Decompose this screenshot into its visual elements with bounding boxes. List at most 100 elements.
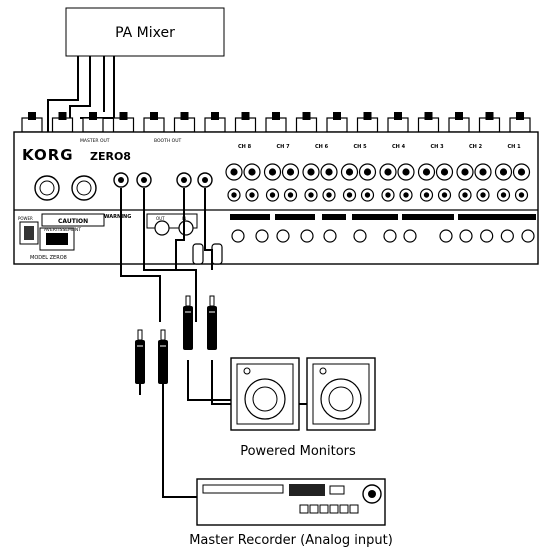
rca-jack (302, 163, 320, 181)
rca-jack (283, 188, 298, 202)
input-section: EXT 2 (230, 214, 270, 243)
channel-label: CH 8 (238, 144, 252, 150)
rca-jack (437, 188, 452, 202)
audio-plug (158, 329, 168, 384)
top-knob (82, 112, 104, 133)
rca-jack (342, 188, 357, 202)
recorder-button (299, 504, 309, 514)
top-knob (21, 112, 43, 133)
top-knob (387, 112, 409, 133)
channel-label: CH 6 (315, 144, 329, 150)
channel-label: CH 7 (277, 144, 291, 150)
recorder-cables (120, 188, 200, 498)
input-section-label: GUITAR (326, 215, 343, 221)
powered-monitor-right (306, 357, 376, 431)
input-section-label: MIC 2 (369, 215, 382, 221)
rca-jack (397, 163, 415, 181)
top-knob (417, 112, 440, 133)
master-out-jack-r (113, 172, 129, 188)
recorder-button (349, 504, 359, 514)
master-out-label: MASTER OUT (80, 138, 110, 144)
audio-plug (207, 295, 217, 350)
warning-text: WARNING (104, 214, 131, 220)
rca-jack (225, 163, 243, 181)
rca-jack (476, 188, 490, 202)
channel-label: CH 4 (392, 144, 406, 150)
booth-out-label: BOOTH OUT (154, 138, 181, 144)
rca-jack (322, 188, 336, 202)
pa-mixer: PA Mixer (65, 7, 225, 57)
top-knob (112, 112, 135, 133)
pa-mixer-label: PA Mixer (115, 25, 175, 41)
powered-monitors-label: Powered Monitors (240, 444, 356, 459)
top-knob-row (21, 112, 531, 133)
top-knob (143, 112, 165, 133)
rca-jack (360, 188, 375, 202)
monitor-plugs (183, 295, 217, 350)
rca-jack (320, 163, 338, 181)
rca-jack (245, 188, 259, 202)
top-knob (509, 112, 531, 133)
master-recorder-label: Master Recorder (Analog input) (189, 533, 393, 548)
input-section: EXT 1 (275, 214, 315, 243)
channel-label: CH 2 (469, 144, 483, 150)
power-section: POWER MODEL ZERO8 (18, 216, 75, 261)
master-out-xlr-left (34, 175, 60, 201)
input-section: MIC 2 (352, 214, 398, 243)
top-knob (326, 112, 348, 133)
recorder-button (339, 504, 349, 514)
input-section-label: MIC 1 (422, 215, 435, 221)
rca-jack (514, 188, 529, 202)
model-logo: ZERO8 (90, 150, 131, 163)
master-out-jack-l (136, 172, 152, 188)
input-section: GUITAR (322, 214, 346, 243)
rca-jack (340, 163, 359, 181)
midi-out-label: OUT (156, 216, 165, 221)
channel-inputs: CH 8 CH 7 CH 6 CH 5 CH 4 CH 3 CH 2 CH 1 (225, 144, 531, 202)
korg-logo: KORG (22, 146, 74, 164)
rca-jack (265, 188, 280, 202)
top-knob (295, 112, 318, 133)
top-knob (204, 112, 226, 133)
input-section-label: EXT 1 (289, 215, 302, 221)
rca-jack (358, 163, 377, 181)
input-sections: EXT 2 EXT 1 GUITAR MIC 2 MIC 1 PHONO (230, 214, 536, 243)
recorder-plugs (135, 329, 168, 384)
rca-jack (458, 188, 472, 202)
avertissement-text: AVERTISSEMENT (44, 227, 81, 233)
caution-label-block: CAUTION AVERTISSEMENT WARNING (41, 213, 131, 233)
top-knob (478, 112, 501, 133)
firewire-ports (192, 243, 223, 265)
input-section-label: PHONO (489, 215, 506, 221)
recorder-button (329, 504, 339, 514)
booth-out-jack-l (197, 172, 213, 188)
master-out-xlr-right (71, 175, 97, 201)
rca-jack (399, 188, 413, 202)
rca-jack (243, 163, 261, 181)
channel-label: CH 1 (508, 144, 522, 150)
rca-jack (379, 163, 397, 181)
top-knob (265, 112, 287, 133)
channel-label: CH 5 (354, 144, 368, 150)
rca-jack (281, 163, 300, 181)
rca-jack (474, 163, 492, 181)
booth-out-jack-r (176, 172, 192, 188)
caution-text: CAUTION (58, 218, 88, 225)
rca-jack (227, 188, 241, 202)
audio-plug (135, 329, 145, 384)
top-knob (356, 112, 379, 133)
rca-jack (381, 188, 395, 202)
input-section-label: EXT 2 (244, 215, 257, 221)
rca-jack (494, 163, 513, 181)
audio-plug (183, 295, 193, 350)
top-knob (448, 112, 470, 133)
rca-jack (456, 163, 474, 181)
rca-jack (419, 188, 434, 202)
rca-jack (435, 163, 454, 181)
mixer-rear-panel: KORG ZERO8 MASTER OUT BOOTH OUT (13, 131, 539, 265)
channel-label: CH 3 (431, 144, 445, 150)
rca-jack (417, 163, 436, 181)
model-small-label: MODEL ZERO8 (30, 255, 67, 261)
top-knob (234, 112, 257, 133)
